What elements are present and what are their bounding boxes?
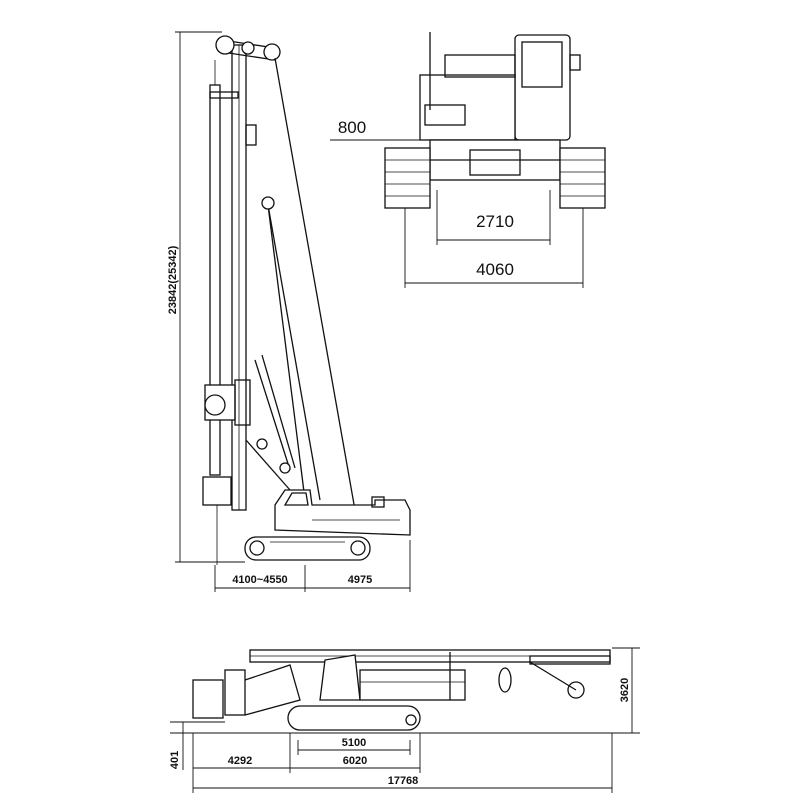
crawler-track bbox=[244, 536, 371, 561]
transport-view: 3620 401 5100 4292 6020 17768 bbox=[169, 647, 640, 793]
tail-dim-label: 4975 bbox=[348, 574, 372, 586]
front-overhang-dim-label: 4292 bbox=[228, 755, 252, 767]
working-bottom-dimensions: 4100~4550 4975 bbox=[214, 540, 411, 592]
crown-block bbox=[215, 35, 281, 61]
track-contact-dim-label: 5100 bbox=[342, 737, 366, 749]
height-dimension: 23842(25342) bbox=[167, 31, 245, 563]
clearance-dim-label: 401 bbox=[169, 751, 181, 769]
cab-transport bbox=[319, 654, 361, 701]
working-side-view: 23842(25342) 4100~4550 4975 bbox=[167, 31, 411, 592]
drill-bucket bbox=[202, 476, 232, 506]
track-length-dim-label: 6020 bbox=[343, 755, 367, 767]
reach-dim-label: 4100~4550 bbox=[232, 574, 287, 586]
rotary-head bbox=[204, 379, 251, 426]
overall-width-dim-label: 4060 bbox=[476, 260, 514, 279]
overall-length-dim-label: 17768 bbox=[388, 775, 419, 787]
gauge-dim-label: 2710 bbox=[476, 212, 514, 231]
left-track bbox=[384, 147, 431, 209]
right-track bbox=[559, 147, 606, 209]
front-view: 800 2710 4060 bbox=[330, 32, 606, 288]
crawler-transport bbox=[287, 705, 421, 731]
upper-carriage bbox=[274, 489, 411, 536]
height-dim-label: 23842(25342) bbox=[167, 245, 179, 314]
track-width-dim-label: 800 bbox=[338, 118, 366, 137]
transport-height-dim-label: 3620 bbox=[619, 678, 631, 702]
